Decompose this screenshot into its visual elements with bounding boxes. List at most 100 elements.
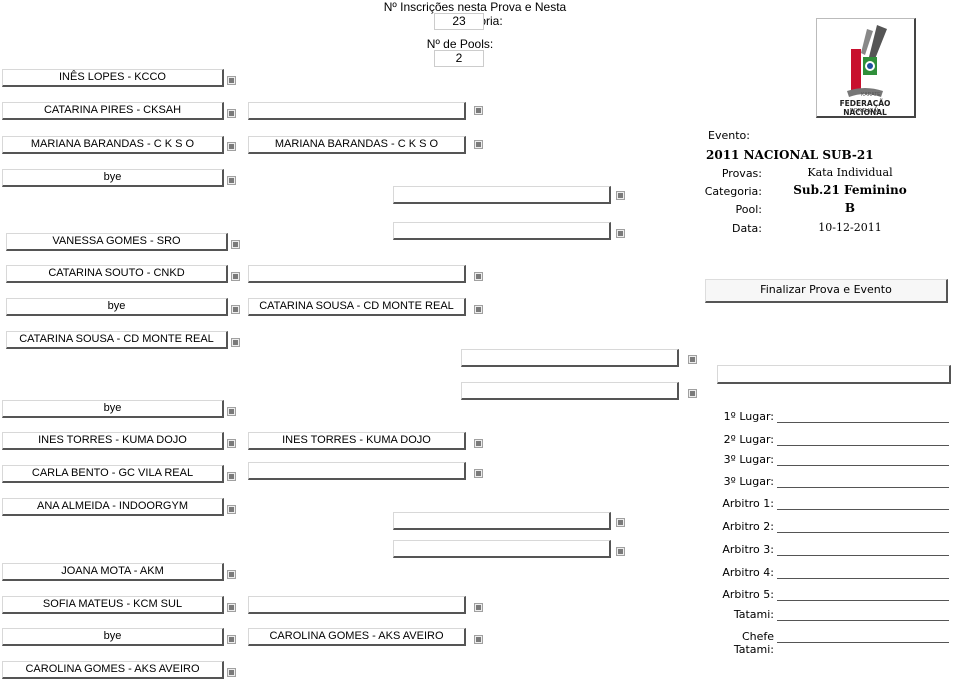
final-slot[interactable] [461,349,679,367]
round2-checkbox[interactable] [474,603,483,612]
round1-slot[interactable]: MARIANA BARANDAS - C K S O [2,136,224,154]
result-line[interactable] [777,642,949,643]
pool-value: B [844,201,856,215]
round2-slot[interactable]: CAROLINA GOMES - AKS AVEIRO [248,628,466,646]
round1-checkbox[interactable] [227,668,236,677]
round1-checkbox[interactable] [227,142,236,151]
result-line[interactable] [777,578,949,579]
provas-value: Kata Individual [807,166,893,179]
round1-slot[interactable]: bye [2,400,224,418]
result-label: 1º Lugar: [723,410,774,423]
round2-slot[interactable] [248,596,466,614]
round1-slot[interactable]: CATARINA SOUSA - CD MONTE REAL [6,331,228,349]
finalize-button[interactable]: Finalizar Prova e Evento [705,279,948,303]
result-line[interactable] [777,487,949,488]
round1-slot[interactable]: bye [2,169,224,187]
winner-field[interactable] [717,365,951,384]
round1-checkbox[interactable] [227,635,236,644]
round1-checkbox[interactable] [231,338,240,347]
categoria-label: Categoria: [704,185,762,198]
pool-label: Pool: [735,203,762,216]
final-checkbox[interactable] [688,389,697,398]
round2-checkbox[interactable] [474,469,483,478]
round2-slot[interactable]: CATARINA SOUSA - CD MONTE REAL [248,298,466,316]
round1-slot[interactable]: CAROLINA GOMES - AKS AVEIRO [2,661,224,679]
result-label: Arbitro 5: [722,588,774,601]
round1-slot[interactable]: SOFIA MATEUS - KCM SUL [2,596,224,614]
data-value: 10-12-2011 [818,221,882,234]
round3-checkbox[interactable] [616,229,625,238]
round3-slot[interactable] [393,540,611,558]
provas-label: Provas: [721,167,762,180]
evento-value: 2011 NACIONAL SUB-21 [706,148,874,162]
round1-checkbox[interactable] [231,305,240,314]
result-line[interactable] [777,600,949,601]
round3-slot[interactable] [393,512,611,530]
round2-checkbox[interactable] [474,635,483,644]
round2-checkbox[interactable] [474,106,483,115]
logo-line2: PORTUGAL [849,108,881,114]
result-line[interactable] [777,422,949,423]
result-line[interactable] [777,620,949,621]
round1-checkbox[interactable] [227,472,236,481]
round3-checkbox[interactable] [616,518,625,527]
round1-slot[interactable]: CATARINA PIRES - CKSAH [2,102,224,120]
result-line[interactable] [777,465,949,466]
federation-logo: KARATE FEDERAÇÃO NACIONAL PORTUGAL [816,18,916,118]
result-label: 2º Lugar: [723,433,774,446]
round1-checkbox[interactable] [227,76,236,85]
round1-checkbox[interactable] [231,240,240,249]
round1-slot[interactable]: ANA ALMEIDA - INDOORGYM [2,498,224,516]
result-label: Tatami: [733,608,774,621]
result-label: Arbitro 2: [722,520,774,533]
round1-slot[interactable]: CATARINA SOUTO - CNKD [6,265,228,283]
round1-checkbox[interactable] [227,603,236,612]
final-checkbox[interactable] [688,355,697,364]
result-line[interactable] [777,509,949,510]
round1-checkbox[interactable] [227,439,236,448]
result-label: 3º Lugar: [723,475,774,488]
evento-label: Evento: [708,129,750,142]
pools-label: Nº de Pools: [426,37,494,51]
round1-checkbox[interactable] [227,407,236,416]
result-line[interactable] [777,532,949,533]
logo-line1: FEDERAÇÃO NACIONAL [839,99,891,117]
round1-checkbox[interactable] [227,109,236,118]
round2-slot[interactable]: MARIANA BARANDAS - C K S O [248,136,466,154]
result-label: Arbitro 3: [722,543,774,556]
result-line[interactable] [777,445,949,446]
round3-checkbox[interactable] [616,191,625,200]
round1-checkbox[interactable] [227,505,236,514]
round3-slot[interactable] [393,186,611,204]
round1-checkbox[interactable] [227,176,236,185]
result-line[interactable] [777,555,949,556]
round2-checkbox[interactable] [474,272,483,281]
round2-slot[interactable] [248,102,466,120]
categoria-value: Sub.21 Feminino [793,183,907,197]
pools-value-field[interactable]: 2 [434,50,484,67]
result-label: Arbitro 4: [722,566,774,579]
round2-slot[interactable] [248,265,466,283]
result-label: 3º Lugar: [723,453,774,466]
round1-slot[interactable]: bye [6,298,228,316]
round2-slot[interactable]: INES TORRES - KUMA DOJO [248,432,466,450]
karate-emblem-icon [847,25,887,97]
result-label: Arbitro 1: [722,497,774,510]
inscricoes-value-field[interactable]: 23 [434,13,484,30]
round2-checkbox[interactable] [474,439,483,448]
final-slot[interactable] [461,382,679,400]
round1-slot[interactable]: VANESSA GOMES - SRO [6,233,228,251]
round3-checkbox[interactable] [616,547,625,556]
round2-checkbox[interactable] [474,305,483,314]
round3-slot[interactable] [393,222,611,240]
round1-slot[interactable]: INÊS LOPES - KCCO [2,69,224,87]
logo-badge-text: KARATE [861,92,881,98]
round1-slot[interactable]: bye [2,628,224,646]
round1-slot[interactable]: INES TORRES - KUMA DOJO [2,432,224,450]
round1-slot[interactable]: CARLA BENTO - GC VILA REAL [2,465,224,483]
round2-checkbox[interactable] [474,140,483,149]
round2-slot[interactable] [248,462,466,480]
round1-slot[interactable]: JOANA MOTA - AKM [2,563,224,581]
round1-checkbox[interactable] [227,570,236,579]
round1-checkbox[interactable] [231,272,240,281]
